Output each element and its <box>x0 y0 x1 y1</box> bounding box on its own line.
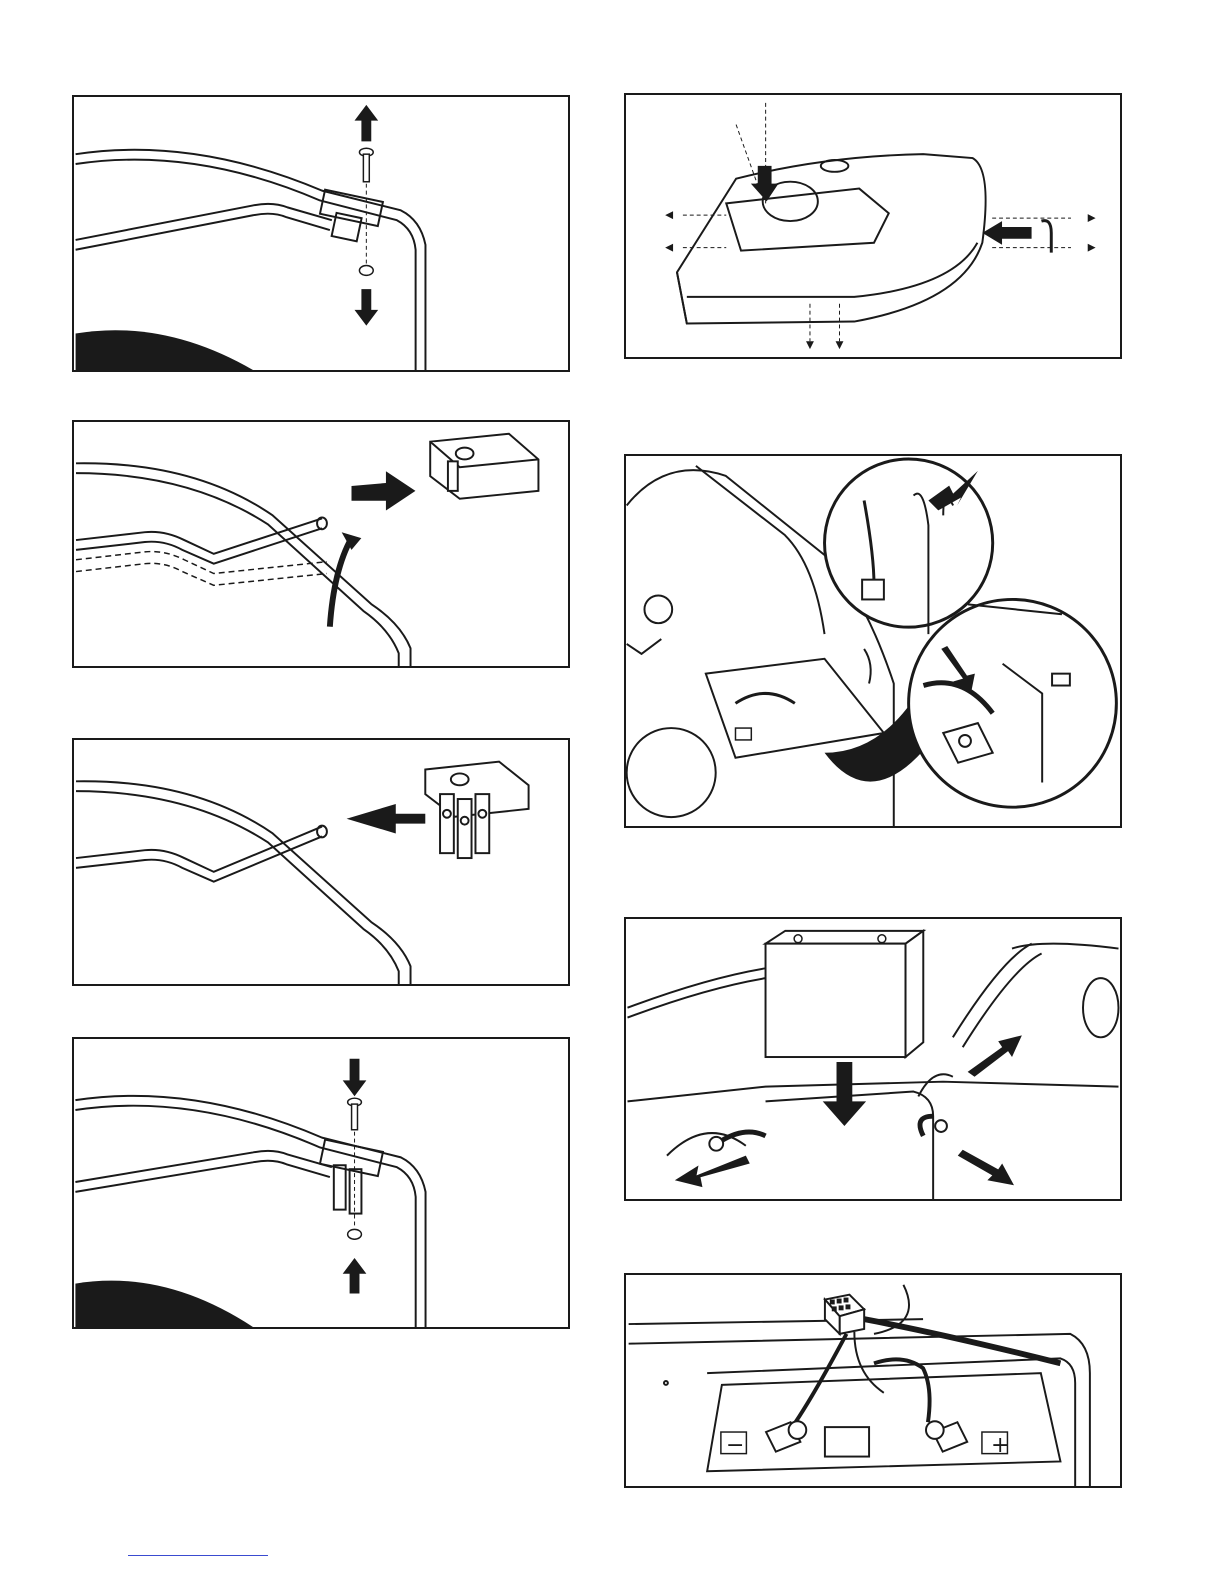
cable-routing-illustration <box>626 456 1120 826</box>
handle-rotate-illustration <box>74 422 568 666</box>
panel-connect-terminals: − + <box>624 1273 1122 1488</box>
right-arrow-icon <box>958 1150 1014 1185</box>
down-arrow-icon <box>343 1059 367 1096</box>
bracket-attach-illustration <box>74 740 568 984</box>
handle-frame-illustration <box>74 97 568 370</box>
panel-attach-bracket <box>72 738 570 986</box>
right-arrow-icon <box>352 471 416 510</box>
left-arrow-icon <box>675 1156 750 1188</box>
up-arrow-icon <box>355 105 379 141</box>
footer-link-line <box>128 1555 268 1556</box>
positive-terminal-label: + <box>991 1433 1009 1458</box>
down-arrow-icon <box>355 289 379 325</box>
negative-terminal-label: − <box>726 1433 744 1458</box>
panel-install-cover <box>624 93 1122 359</box>
handle-bolt-install-illustration <box>74 1039 568 1327</box>
battery-terminals-illustration <box>626 1275 1120 1486</box>
down-arrow-icon <box>823 1062 866 1126</box>
battery-install-illustration <box>626 919 1120 1199</box>
left-arrow-icon <box>982 221 1031 245</box>
panel-route-cable <box>624 454 1122 828</box>
up-arrow-icon <box>343 1258 367 1294</box>
down-arrow-icon <box>751 166 779 201</box>
panel-install-battery <box>624 917 1122 1201</box>
panel-remove-bolt <box>72 95 570 372</box>
cover-install-illustration <box>626 95 1120 357</box>
up-arrow-icon <box>968 1035 1022 1076</box>
panel-reinstall-bolt <box>72 1037 570 1329</box>
panel-rotate-handle <box>72 420 570 668</box>
left-arrow-icon <box>347 804 426 834</box>
